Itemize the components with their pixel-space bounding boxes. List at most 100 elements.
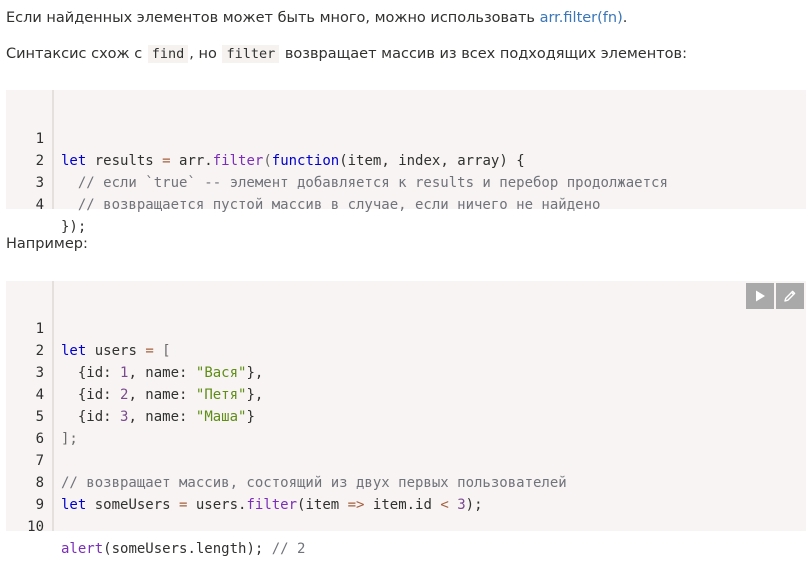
identifier-token: , name:: [128, 409, 196, 425]
pencil-icon: [784, 290, 796, 302]
identifier-token: {id:: [61, 387, 121, 403]
string-token: "Петя": [195, 387, 247, 403]
keyword-token: let: [61, 153, 87, 169]
identifier-token: someUsers: [86, 497, 180, 513]
syntax-code-block: 1 let results = arr.filter(function(item…: [6, 90, 806, 235]
identifier-token: users: [86, 343, 146, 359]
number-token: 2: [120, 387, 129, 403]
code-text: let users = [: [61, 340, 171, 362]
line-number: 2: [35, 343, 44, 359]
line-number: 7: [35, 453, 44, 469]
string-token: "Маша": [195, 409, 247, 425]
punctuation-token: (: [263, 153, 272, 169]
code-text: {id: 3, name: "Маша"}: [61, 406, 255, 428]
play-icon: [756, 290, 765, 302]
syntax-text-2: , но: [189, 46, 222, 62]
number-token: 3: [120, 409, 129, 425]
number-token: 1: [120, 365, 129, 381]
run-button[interactable]: [746, 283, 774, 309]
line-number: 4: [35, 197, 44, 213]
line-number: 1: [35, 321, 44, 337]
line-number: 2: [35, 153, 44, 169]
code-line: 5 ];: [6, 384, 806, 447]
code-line: 3 {id: 2, name: "Петя"},: [6, 340, 806, 403]
arr-filter-link[interactable]: arr.filter(fn): [539, 10, 623, 26]
line-number: 9: [35, 497, 44, 513]
keyword-token: function: [271, 153, 340, 169]
inline-code-filter: filter: [222, 45, 280, 63]
code-line: 1 let results = arr.filter(function(item…: [6, 106, 806, 169]
punctuation-token: },: [246, 365, 264, 381]
keyword-token: let: [61, 497, 87, 513]
code-line: 9: [6, 472, 806, 513]
number-token: 3: [448, 497, 466, 513]
syntax-paragraph: Синтаксис схож с find, но filter возвращ…: [6, 44, 687, 64]
code-line: 3 // возвращается пустой массив в случае…: [6, 150, 806, 213]
code-line: 8 let someUsers = users.filter(item => i…: [6, 450, 806, 513]
line-number-gutter: [6, 281, 54, 531]
operator-token: =: [145, 343, 154, 359]
comment-token: // если `true` -- элемент добавляется к …: [61, 175, 668, 191]
identifier-token: results: [86, 153, 163, 169]
comment-token: // возвращает массив, состоящий из двух …: [61, 475, 567, 491]
code-text: alert(someUsers.length); // 2: [61, 538, 305, 560]
comment-token: // возвращается пустой массив в случае, …: [61, 197, 601, 213]
operator-token: =: [179, 497, 188, 513]
line-number: 6: [35, 431, 44, 447]
keyword-token: let: [61, 343, 87, 359]
code-text: {id: 1, name: "Вася"},: [61, 362, 263, 384]
punctuation-token: );: [465, 497, 483, 513]
line-number: 8: [35, 475, 44, 491]
function-token: filter: [246, 497, 298, 513]
line-number: 4: [35, 387, 44, 403]
edit-button[interactable]: [776, 283, 804, 309]
code-toolbar: [746, 283, 804, 309]
code-text: let someUsers = users.filter(item => ite…: [61, 494, 483, 516]
line-number: 1: [35, 131, 44, 147]
code-text: {id: 2, name: "Петя"},: [61, 384, 263, 406]
intro-end: .: [622, 10, 628, 26]
line-number: 3: [35, 365, 44, 381]
function-token: filter: [212, 153, 264, 169]
punctuation-token: [: [153, 343, 171, 359]
example-code-block: 1 let users = [ 2 {id: 1, name: "Вася"},…: [6, 281, 806, 557]
code-text: });: [61, 219, 87, 235]
punctuation-token: ];: [61, 431, 78, 447]
identifier-token: users.: [187, 497, 247, 513]
operator-token: <: [440, 497, 449, 513]
inline-code-find: find: [147, 45, 189, 63]
identifier-token: (item, index, array) {: [339, 153, 525, 169]
identifier-token: (item: [297, 497, 348, 513]
syntax-text-1: Синтаксис схож с: [6, 46, 147, 62]
code-lines: 1 let users = [ 2 {id: 1, name: "Вася"},…: [6, 296, 806, 557]
punctuation-token: }: [246, 409, 255, 425]
function-token: alert: [61, 541, 104, 557]
code-line: 2 {id: 1, name: "Вася"},: [6, 318, 806, 381]
code-line: 4 });: [6, 172, 806, 235]
identifier-token: {id:: [61, 409, 121, 425]
line-number-gutter: [6, 90, 54, 209]
operator-token: =: [162, 153, 171, 169]
syntax-text-3: возвращает массив из всех подходящих эле…: [280, 46, 687, 62]
identifier-token: {id:: [61, 365, 121, 381]
operator-token: =>: [347, 497, 365, 513]
line-number: 5: [35, 409, 44, 425]
code-line: 2 // если `true` -- элемент добавляется …: [6, 128, 806, 191]
code-line: 6: [6, 406, 806, 447]
punctuation-token: },: [246, 387, 264, 403]
code-line: 7 // возвращает массив, состоящий из дву…: [6, 428, 806, 491]
identifier-token: (someUsers.length);: [103, 541, 272, 557]
line-number: 10: [27, 519, 44, 535]
example-text: Например:: [6, 236, 88, 252]
intro-text: Если найденных элементов может быть мног…: [6, 10, 540, 26]
identifier-token: item.id: [364, 497, 441, 513]
string-token: "Вася": [195, 365, 247, 381]
identifier-token: arr.: [170, 153, 213, 169]
code-lines: 1 let results = arr.filter(function(item…: [6, 106, 806, 235]
code-line: 1 let users = [: [6, 296, 806, 359]
comment-token: // 2: [271, 541, 306, 557]
identifier-token: , name:: [128, 365, 196, 381]
intro-paragraph: Если найденных элементов может быть мног…: [6, 8, 627, 28]
code-line: 4 {id: 3, name: "Маша"}: [6, 362, 806, 425]
code-line: 10 alert(someUsers.length); // 2: [6, 494, 806, 557]
